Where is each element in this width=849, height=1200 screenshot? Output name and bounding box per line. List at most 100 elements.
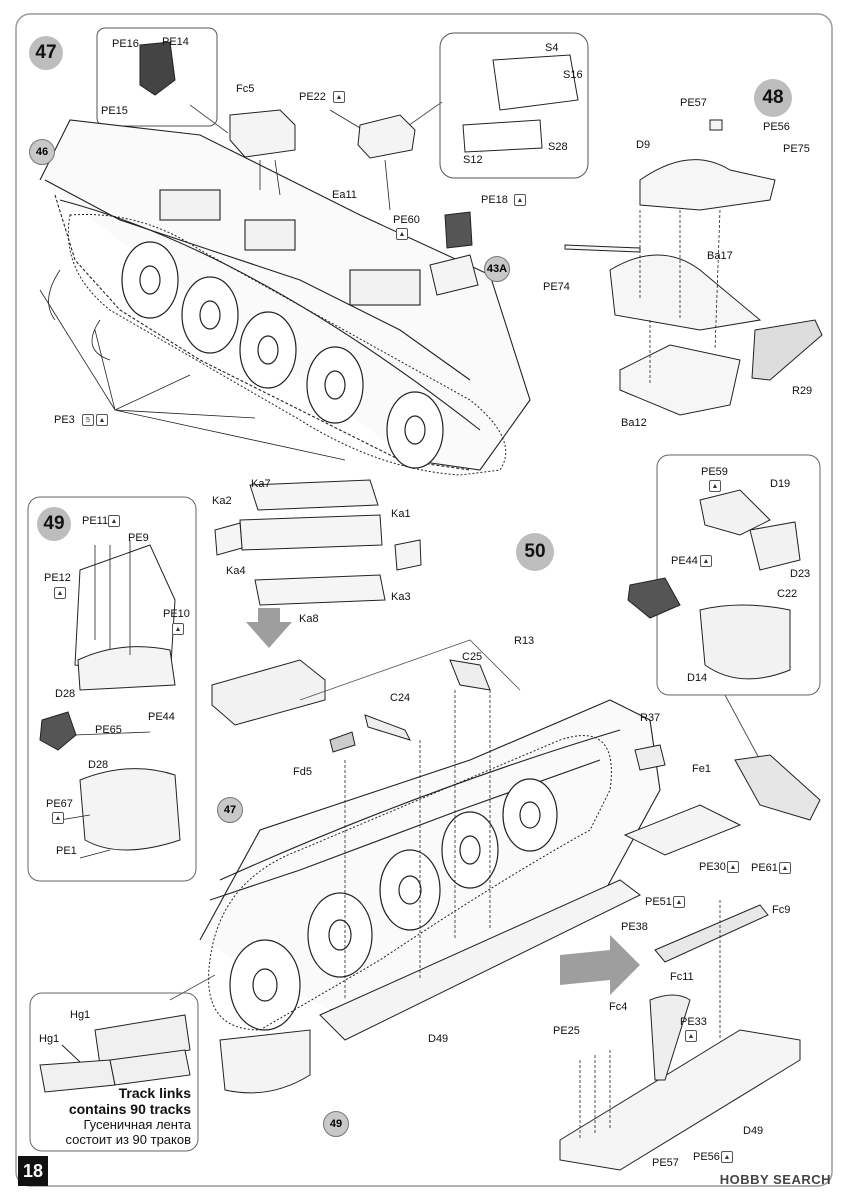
photo-etch-icon: ▲ [333, 91, 345, 103]
photo-etch-icon: ▲ [673, 896, 685, 908]
part-R37 [634, 744, 666, 771]
label-PE56-bottom: PE56 [693, 1151, 720, 1163]
label-PE14: PE14 [162, 36, 189, 48]
label-Ka4: Ka4 [226, 565, 246, 577]
part-C24 [364, 714, 411, 741]
step49-drawing [39, 544, 181, 851]
label-S12: S12 [463, 154, 483, 166]
label-PE56-top: PE56 [763, 121, 790, 133]
part-Fd5 [329, 731, 356, 753]
part-PE18 [444, 211, 473, 249]
label-PE16: PE16 [112, 38, 139, 50]
track-note-ru-line1: Гусеничная лента [83, 1117, 191, 1132]
count-badge: 5 [82, 414, 94, 426]
label-Ba17: Ba17 [707, 250, 733, 262]
ka-box-drawing [214, 479, 422, 606]
photo-etch-icon: ▲ [172, 623, 184, 635]
track-note-ru-line2: состоит из 90 траков [65, 1132, 191, 1147]
part-C25 [449, 659, 491, 691]
photo-etch-icon: ▲ [108, 515, 120, 527]
photo-etch-icon: ▲ [685, 1030, 697, 1042]
photo-etch-icon: ▲ [52, 812, 64, 824]
label-Fd5: Fd5 [293, 766, 312, 778]
part-small-box [357, 114, 416, 159]
label-S28: S28 [548, 141, 568, 153]
label-D14: D14 [687, 672, 708, 684]
label-C24: C24 [390, 692, 411, 704]
label-R37: R37 [640, 712, 661, 724]
photo-etch-icon: ▲ [779, 862, 791, 874]
label-C25: C25 [462, 651, 483, 663]
label-Fc5: Fc5 [236, 83, 255, 95]
ka-box-assembled [211, 659, 326, 726]
photo-etch-icon: ▲ [709, 480, 721, 492]
down-arrow [246, 608, 292, 648]
step48-drawing [564, 119, 823, 416]
photo-etch-icon: ▲ [514, 194, 526, 206]
label-PE30: PE30 [699, 861, 726, 873]
part-Fe1 [623, 804, 742, 856]
callout-pe-frame [96, 27, 218, 127]
label-Fe1: Fe1 [692, 763, 711, 775]
label-Hg1-top: Hg1 [70, 1009, 91, 1021]
part-S4 [492, 54, 579, 111]
step49-frame [27, 496, 197, 882]
label-Ka1: Ka1 [391, 508, 411, 520]
label-PE67: PE67 [46, 798, 73, 810]
label-PE22: PE22 [299, 91, 326, 103]
label-D49-left: D49 [428, 1033, 449, 1045]
part-PE-clamp [139, 41, 176, 96]
label-C22: C22 [777, 588, 798, 600]
label-PE44-49: PE44 [148, 711, 175, 723]
part-fender-49 [219, 1029, 311, 1094]
label-Ka7: Ka7 [251, 478, 271, 490]
track-note-en-line2: contains 90 tracks [68, 1101, 191, 1117]
part-S12 [462, 119, 543, 153]
photo-etch-icon: ▲ [96, 414, 108, 426]
step-number-47: 47 [29, 36, 63, 70]
label-PE9: PE9 [128, 532, 149, 544]
label-PE10: PE10 [163, 608, 190, 620]
track-note-ru: Гусеничная лента состоит из 90 траков [65, 1117, 191, 1147]
label-D28-bottom: D28 [88, 759, 109, 771]
callout-d-frame [656, 454, 821, 696]
track-callout-frame [29, 992, 199, 1152]
label-PE11: PE11 [82, 515, 109, 527]
label-Fc4: Fc4 [609, 1001, 628, 1013]
label-PE25: PE25 [553, 1025, 580, 1037]
label-PE33: PE33 [680, 1016, 707, 1028]
road-wheels-bottom [229, 778, 558, 1031]
label-S4: S4 [545, 42, 559, 54]
part-Fc5 [229, 109, 296, 158]
label-PE1: PE1 [56, 845, 77, 857]
hull-top-drawing [39, 119, 531, 471]
label-Ea11: Ea11 [332, 189, 357, 201]
ref-step-46: 46 [29, 139, 55, 165]
ref-step-49: 49 [323, 1111, 349, 1137]
label-D19: D19 [770, 478, 791, 490]
road-wheels-top [121, 241, 444, 469]
label-PE3: PE3 [54, 414, 75, 426]
label-PE65: PE65 [95, 724, 122, 736]
step-number-48: 48 [754, 79, 792, 117]
label-S16: S16 [563, 69, 583, 81]
label-PE57-top: PE57 [680, 97, 707, 109]
label-PE57-bottom: PE57 [652, 1157, 679, 1169]
track-run-bottom [208, 735, 612, 1031]
label-D9: D9 [636, 139, 651, 151]
label-PE44-50: PE44 [671, 555, 698, 567]
label-PE15: PE15 [101, 105, 128, 117]
label-Ka8: Ka8 [299, 613, 319, 625]
page-frame [15, 13, 833, 1187]
label-PE38: PE38 [621, 921, 648, 933]
label-PE12: PE12 [44, 572, 71, 584]
photo-etch-icon: ▲ [721, 1151, 733, 1163]
track-note-en: Track links contains 90 tracks [69, 1085, 191, 1117]
part-Fc4 [649, 994, 691, 1081]
watermark: HOBBY SEARCH [719, 1172, 831, 1187]
track-note-en-line1: Track links [118, 1085, 191, 1101]
part-D14-assembly [734, 754, 821, 821]
big-left-arrow [560, 935, 640, 995]
